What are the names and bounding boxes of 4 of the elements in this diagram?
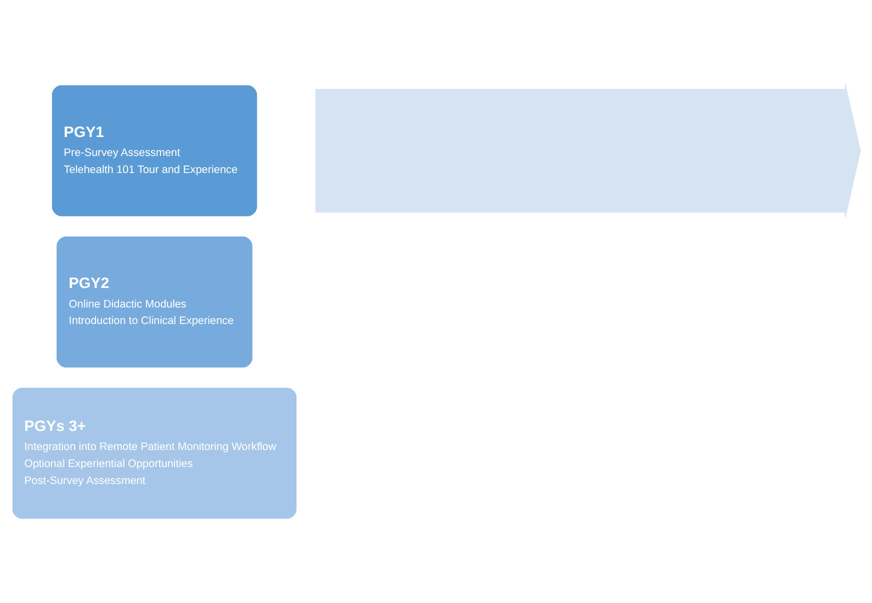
- node-box: PGY1 Pre-Survey Assessment Telehealth 101 Tour and Experience: [50, 83, 259, 218]
- node-box: PGY2 Online Didactic Modules Introduction to Clinical Experience: [54, 234, 254, 369]
- node-arrow: [315, 83, 861, 218]
- node-box: PGYs 3+ Integration into Remote Patient Monitoring Workflow Optional Experiential Opportunities Post-Survey Assessment: [10, 386, 298, 520]
